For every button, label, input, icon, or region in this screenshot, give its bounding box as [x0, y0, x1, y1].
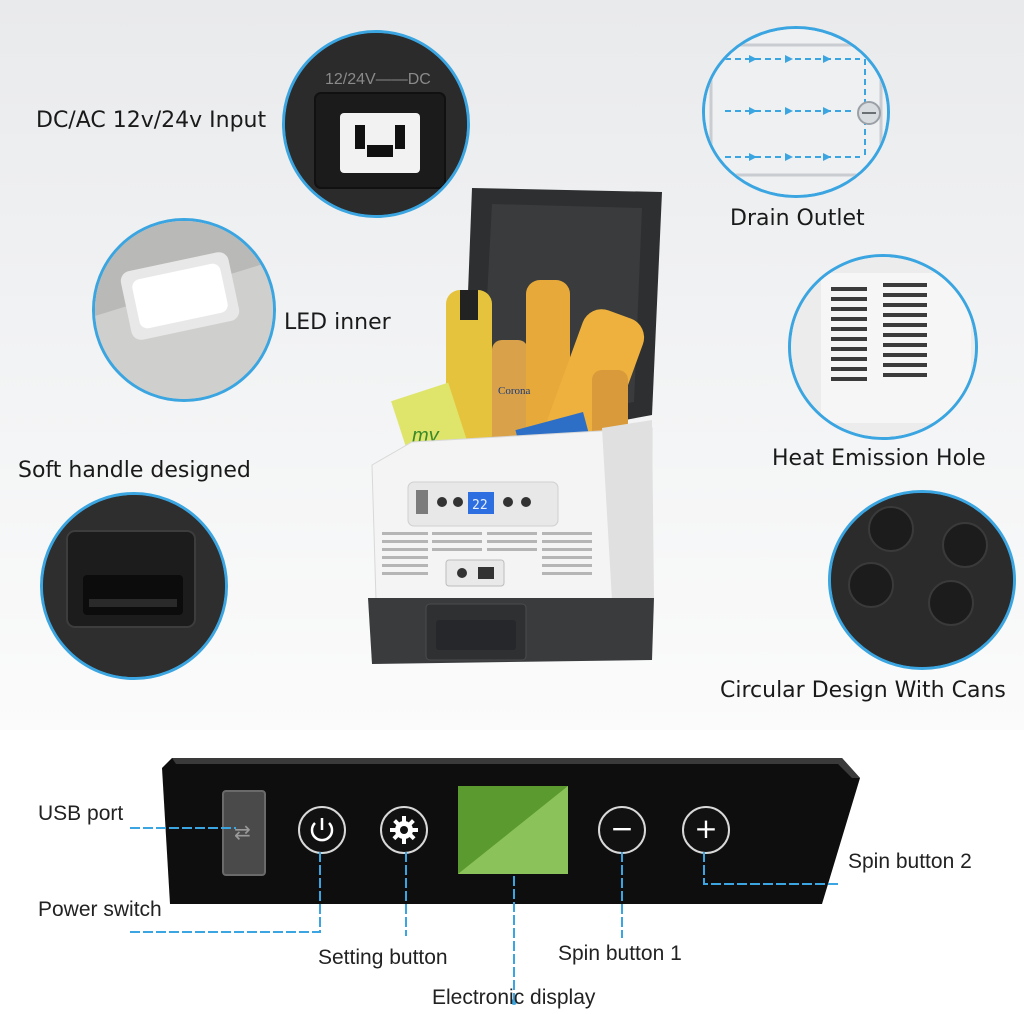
spin-button-1-label: Spin button 1: [558, 942, 682, 965]
drain-flow-icon: [705, 29, 887, 195]
spin-button-2[interactable]: +: [682, 806, 730, 854]
drain-outlet-circle: [702, 26, 890, 198]
dc-plate-text: 12/24V——DC: [325, 71, 431, 88]
dc-input-label: DC/AC 12v/24v Input: [36, 108, 267, 133]
power-switch-label: Power switch: [38, 898, 162, 921]
cup-holder-icon: [831, 493, 1013, 667]
heat-emission-label: Heat Emission Hole: [772, 446, 986, 471]
power-icon: [310, 818, 334, 842]
bottle-shape: [446, 290, 492, 450]
usb-icon: ⇄: [234, 820, 251, 844]
led-inner-label: LED inner: [284, 310, 391, 335]
electronic-display-label: Electronic display: [432, 986, 596, 1009]
power-button[interactable]: [298, 806, 346, 854]
heat-emission-circle: [788, 254, 978, 440]
display-shine: [458, 786, 568, 874]
setting-button[interactable]: [380, 806, 428, 854]
plus-icon: +: [694, 812, 718, 845]
vent-grille-icon: [791, 257, 975, 437]
soft-handle-circle: [40, 492, 228, 680]
usb-port[interactable]: ⇄: [222, 790, 266, 876]
circular-cans-label: Circular Design With Cans: [720, 678, 1006, 703]
feature-showcase: 12/24V——DC DC/AC 12v/24v Input Drain Out…: [0, 0, 1024, 730]
car-fridge-product: my Corona 22: [368, 188, 662, 664]
minus-icon: −: [610, 812, 634, 845]
gear-icon: [390, 816, 418, 844]
drain-outlet-label: Drain Outlet: [730, 206, 865, 231]
usb-port-label: USB port: [38, 802, 124, 825]
setting-button-label: Setting button: [318, 946, 448, 969]
dc-socket-icon: [285, 33, 467, 215]
electronic-display: [458, 786, 568, 874]
handle-icon: [43, 495, 225, 677]
soft-handle-label: Soft handle designed: [18, 458, 251, 483]
spin-button-1[interactable]: −: [598, 806, 646, 854]
spin-button-2-label: Spin button 2: [848, 850, 972, 873]
led-light-icon: [95, 221, 273, 399]
bottle-label-text: Corona: [498, 385, 531, 397]
circular-cans-circle: [828, 490, 1016, 670]
dc-input-circle: 12/24V——DC: [282, 30, 470, 218]
fridge-display-text: 22: [472, 498, 488, 513]
led-inner-circle: [92, 218, 276, 402]
